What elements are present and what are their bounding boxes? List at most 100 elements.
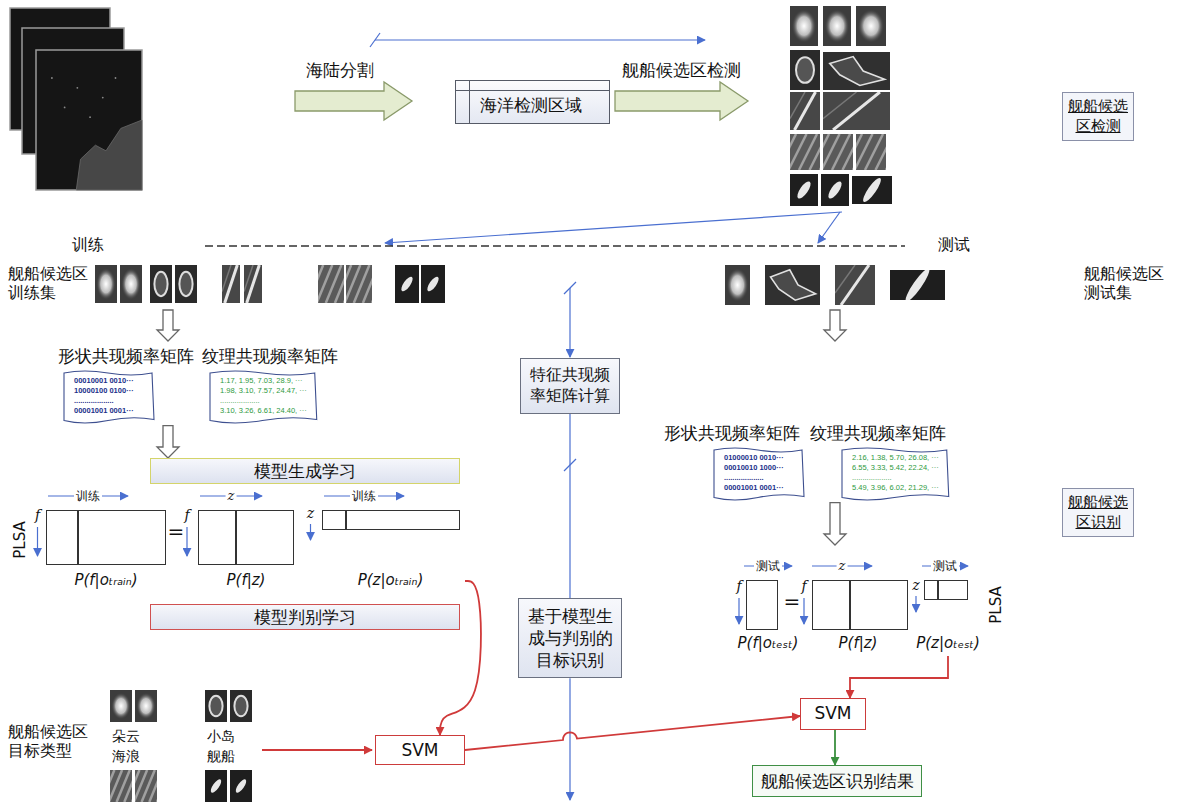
axis-label: 训练 (74, 489, 102, 503)
cloud-blob (136, 693, 155, 720)
flow-arrow (834, 730, 836, 765)
matrix-scroll: 形状共现频率矩阵01000010 0010···00010010 1000···… (662, 422, 811, 503)
thumbnail-ground (790, 92, 820, 130)
range-arrow (569, 678, 570, 800)
matrix-body: 1.17, 1.95, 7.03, 28.9, ···1.98, 3.10, 7… (206, 368, 319, 426)
flow-arrow (465, 716, 800, 750)
thumbnail (110, 690, 132, 722)
thumbnail-ground (823, 6, 851, 46)
thumbnail (790, 174, 818, 206)
thumbnail (230, 690, 252, 722)
cloud-blob (96, 268, 115, 300)
result-box: 舰船候选区识别结果 (752, 765, 922, 797)
thumbnail (205, 770, 227, 802)
probability-label: P(f|oₜₑₛₜ) (730, 634, 806, 652)
axis-label: f (184, 507, 189, 524)
thumbnail-ground (222, 265, 240, 303)
class-label: 朵云 (112, 728, 140, 745)
class-arrow (262, 749, 372, 751)
matrix-divider (77, 511, 79, 564)
text-label: 舰船候选区目标类型 (8, 722, 94, 760)
box-text: 舰船候选区识别 (1067, 492, 1129, 533)
scroll-shape (210, 371, 317, 423)
thumbnail-ground (421, 265, 445, 303)
method-label: PLSA (987, 586, 1005, 623)
thumbnail-ground (823, 52, 890, 90)
thumbnail (725, 265, 750, 305)
matrix-row: 3.10, 3.26, 6.61, 24.40, ··· (220, 406, 307, 416)
thumbnail-ground (110, 690, 132, 722)
ship-blob (903, 270, 933, 300)
thumbnail-ground (790, 174, 818, 206)
axis-label: z (307, 505, 314, 522)
thumbnail (395, 265, 419, 303)
bright-streak (795, 92, 816, 130)
wave-line (335, 265, 344, 303)
thumbnail-ground (120, 265, 142, 303)
range-line (569, 414, 570, 598)
block-arrow (295, 82, 412, 120)
thumbnail (821, 174, 849, 206)
axis-arrow (915, 596, 916, 612)
probability-label: P(f|z) (194, 571, 298, 589)
process-box: 特征共现频率矩阵计算 (520, 358, 620, 414)
probability-label: P(z|oₜₑₛₜ) (908, 634, 988, 652)
wave-line (823, 134, 840, 170)
wave-line (876, 134, 887, 170)
bright-streak (247, 265, 260, 303)
cloud-blob (111, 693, 130, 720)
faint-streak (790, 92, 805, 119)
matrix-rect (812, 580, 908, 630)
thumbnail-ground (852, 176, 892, 204)
stage-tag: 舰船候选区检测 (1062, 92, 1134, 141)
matrix-row: 00010001 0010··· (74, 376, 144, 386)
coastline (76, 120, 142, 190)
matrix-body: 01000010 0010···00010010 1000···........… (710, 445, 806, 503)
box-text: 模型判别学习 (157, 606, 453, 628)
text-label: 海陆分割 (306, 60, 374, 80)
thumbnail (222, 265, 240, 303)
wave-line (149, 770, 157, 802)
class-label: 海浪 (112, 748, 140, 765)
matrix-divider (235, 511, 237, 564)
wave-line (354, 265, 370, 303)
wave-line (799, 134, 817, 170)
sea-speck (89, 116, 91, 118)
cloud-blob (121, 268, 140, 300)
hollow-arrow (157, 310, 179, 341)
thumbnail (790, 50, 820, 90)
matrix-title: 纹理共现频率矩阵 (808, 422, 972, 444)
sea-speck (102, 97, 104, 99)
axis-arrow (803, 598, 804, 624)
ship-blob (234, 778, 248, 795)
process-bar: 模型判别学习 (150, 604, 460, 630)
table-rule (469, 81, 470, 123)
ship-blob (425, 275, 440, 293)
wave-line (142, 770, 155, 802)
class-label: 小岛 (207, 728, 235, 745)
thumbnail-ground (821, 174, 849, 206)
equals-sign: = (168, 519, 185, 543)
matrix-rect (924, 580, 968, 600)
faint-streak (823, 92, 857, 119)
classifier-box: SVM (375, 735, 465, 765)
text-label: 舰船候选区训练集 (8, 264, 94, 302)
thumbnail-ground (230, 770, 252, 802)
wave-line (346, 265, 360, 303)
matrix-row: 00001001 0001··· (724, 483, 794, 493)
cloud-blob (858, 9, 884, 43)
matrix-row: ................... (724, 473, 794, 483)
island-outline (830, 57, 885, 86)
thumbnail (244, 265, 262, 303)
text-label: 舰船候选区检测 (622, 60, 741, 80)
faint-streak (244, 265, 253, 292)
box-text: SVM (807, 702, 859, 724)
bright-streak (225, 265, 238, 303)
thumbnail-ground (150, 265, 172, 303)
thumbnail-ground (835, 265, 875, 305)
probability-label: P(f|z) (804, 634, 912, 652)
matrix-rect (322, 510, 460, 530)
matrix-row: 2.16, 1.38, 5.70, 26.08, ··· (852, 453, 939, 463)
thumbnail (150, 265, 172, 303)
stage-tag: 舰船候选区识别 (1062, 488, 1134, 537)
